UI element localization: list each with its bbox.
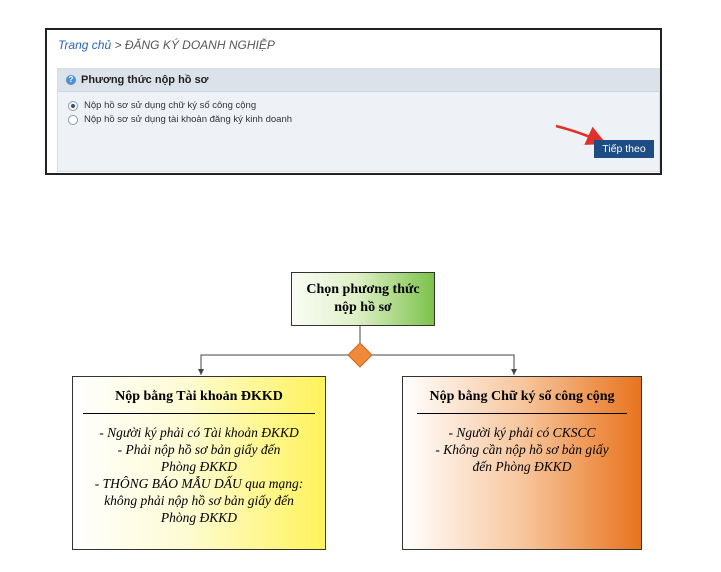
radio-business-account[interactable] (68, 114, 78, 125)
help-icon: ? (66, 75, 76, 85)
option-digital-signature[interactable]: Nộp hồ sơ sử dụng chữ ký số công cộng (68, 100, 256, 111)
connector-left (200, 354, 348, 375)
breadcrumb-current: ĐĂNG KÝ DOANH NGHIỆP (124, 38, 275, 52)
choose-method-line1: Chọn phương thức (306, 282, 420, 297)
note-line: - Không cần nộp hồ sơ bản giấy (435, 442, 609, 457)
connector-right (372, 354, 515, 375)
breadcrumb: Trang chủ > ĐĂNG KÝ DOANH NGHIỆP (58, 38, 275, 52)
business-account-notes: - Người ký phải có Tài khoản ĐKKD - Phải… (73, 414, 325, 526)
registration-panel: Trang chủ > ĐĂNG KÝ DOANH NGHIỆP ? Phươn… (45, 28, 662, 175)
note-line: không phải nộp hồ sơ bản giấy đến (104, 493, 294, 508)
digital-signature-box: Nộp bằng Chữ ký số công cộng - Người ký … (402, 376, 642, 550)
note-line: Phòng ĐKKD (160, 459, 238, 474)
choose-method-line2: nộp hồ sơ (334, 300, 392, 315)
option-digital-signature-label: Nộp hồ sơ sử dụng chữ ký số công cộng (84, 100, 257, 111)
arrowhead-left (198, 369, 204, 375)
note-line: - THÔNG BÁO MẪU DẤU qua mạng: (94, 476, 304, 491)
digital-signature-notes: - Người ký phải có CKSCC - Không cần nộp… (403, 414, 641, 475)
note-line: - Phải nộp hồ sơ bản giấy đến (117, 442, 281, 457)
divider (417, 413, 627, 414)
next-button[interactable]: Tiếp theo (594, 140, 654, 158)
choose-method-box: Chọn phương thức nộp hồ sơ (291, 272, 435, 326)
breadcrumb-home-link[interactable]: Trang chủ (58, 38, 112, 52)
note-line: đến Phòng ĐKKD (472, 459, 572, 474)
radio-digital-signature[interactable] (68, 100, 78, 111)
submission-method-section: ? Phương thức nộp hồ sơ Nộp hồ sơ sử dụn… (57, 68, 660, 172)
note-line: Phòng ĐKKD (160, 510, 238, 525)
divider (83, 413, 315, 414)
note-line: - Người ký phải có Tài khoản ĐKKD (99, 425, 299, 440)
business-account-box: Nộp bằng Tài khoản ĐKKD - Người ký phải … (72, 376, 326, 550)
option-business-account[interactable]: Nộp hồ sơ sử dụng tài khoản đăng ký kinh… (68, 114, 292, 125)
business-account-title: Nộp bằng Tài khoản ĐKKD (115, 389, 283, 404)
option-business-account-label: Nộp hồ sơ sử dụng tài khoản đăng ký kinh… (84, 114, 293, 125)
section-header: ? Phương thức nộp hồ sơ (58, 69, 659, 92)
decision-diamond (347, 342, 373, 368)
arrowhead-right (511, 369, 517, 375)
digital-signature-title: Nộp bằng Chữ ký số công cộng (429, 389, 615, 404)
breadcrumb-separator: > (111, 38, 125, 52)
note-line: - Người ký phải có CKSCC (448, 425, 596, 440)
section-title: Phương thức nộp hồ sơ (81, 74, 209, 86)
